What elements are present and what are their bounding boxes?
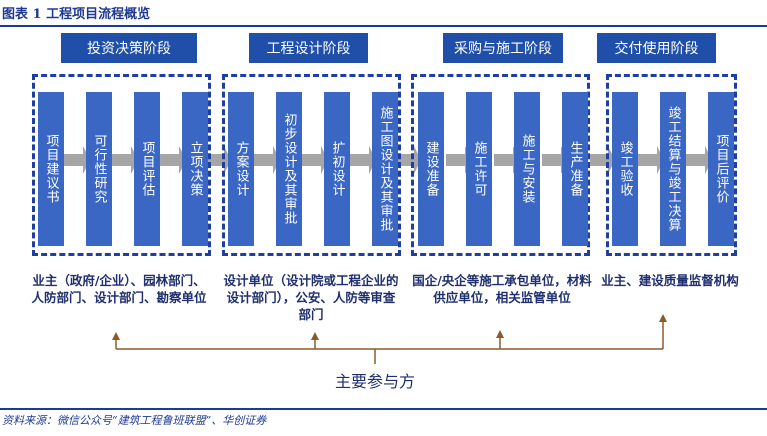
participants-stage-4: 业主、建设质量监督机构 [601,273,739,288]
stage-header-2: 工程设计阶段 [249,33,368,63]
stage-box-3 [411,74,590,256]
step-approval-decision: 立项决策 [182,92,208,246]
source-note: 资料来源：微信公众号“建筑工程鲁班联盟”、华创证券 [2,414,267,427]
arrow-6 [302,146,328,174]
step-post-evaluation: 项目后评价 [708,92,734,246]
step-scheme-design: 方案设计 [228,92,254,246]
stage-header-4: 交付使用阶段 [597,33,716,63]
step-construction-install: 施工与安装 [514,92,540,246]
participants-stage-1: 业主（政府/企业）、园林部门、人防部门、设计部门、勘察单位 [31,273,207,305]
step-extended-design: 扩初设计 [324,92,350,246]
arrow-11 [542,146,568,174]
step-construction-drawing: 施工图设计及其审批 [372,92,398,246]
participants-stage-3: 国企/央企等施工承包单位，材料供应单位，相关监管单位 [412,273,592,305]
step-final-accounts: 竣工结算与竣工决算 [660,92,686,246]
arrow-1 [62,146,90,174]
top-rule [0,25,767,27]
arrow-8 [398,146,421,174]
arrow-9 [446,146,472,174]
step-feasibility-study: 可行性研究 [86,92,112,246]
participants-stage-2: 设计单位（设计院或工程企业的设计部门），公安、人防等审查部门 [223,273,399,322]
stage-box-2 [222,74,401,256]
stage-box-4 [606,74,737,256]
step-project-evaluation: 项目评估 [134,92,160,246]
stage-box-1 [32,74,211,256]
main-participants-label: 主要参与方 [334,372,415,391]
step-construction-permit: 施工许可 [466,92,492,246]
arrow-14 [686,146,712,174]
arrow-2 [110,146,138,174]
stage-header-1: 投资决策阶段 [61,33,197,63]
figure-title: 图表 1 工程项目流程概览 [2,7,151,22]
arrow-3 [158,146,186,174]
arrow-5 [254,146,280,174]
bottom-rule [0,408,767,410]
arrow-10 [494,146,520,174]
step-construction-prep: 建设准备 [418,92,444,246]
step-project-proposal: 项目建议书 [38,92,64,246]
arrow-7 [350,146,376,174]
step-completion-acceptance: 竣工验收 [612,92,638,246]
step-production-prep: 生产准备 [562,92,588,246]
step-preliminary-design: 初步设计及其审批 [276,92,302,246]
arrow-13 [638,146,664,174]
stage-header-3: 采购与施工阶段 [443,33,563,63]
